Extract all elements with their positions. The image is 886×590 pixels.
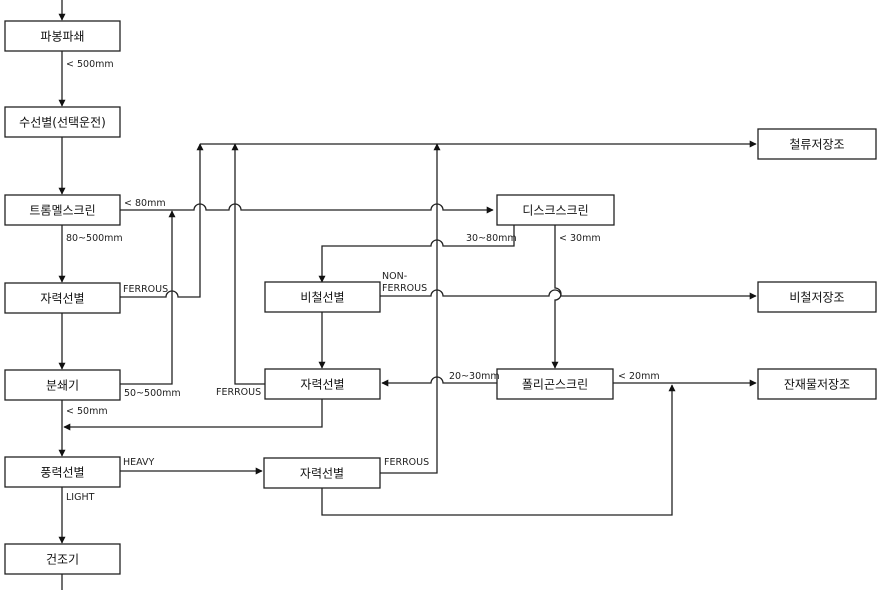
- label-50-500: 50~500mm: [124, 388, 181, 399]
- box-nonferrous-separator: 비철선별: [264, 281, 381, 313]
- label-ferrous3: FERROUS: [384, 457, 429, 468]
- line-disc-to-nonferrous: [318, 225, 515, 283]
- label-30-80: 30~80mm: [466, 233, 517, 244]
- box-magnetic1: 자력선별: [4, 282, 121, 314]
- box-shredder: 분쇄기: [4, 369, 121, 401]
- line-magnetic2-to-column: [63, 399, 323, 431]
- label-heavy: HEAVY: [123, 457, 155, 468]
- label-lt50: < 50mm: [66, 406, 108, 417]
- line-magnetic3-to-residue: [321, 384, 676, 516]
- box-storage-nonferrous: 비철저장조: [757, 281, 877, 313]
- box-hand-sort-label: 수선별(선택운전): [19, 116, 106, 130]
- connectors: [58, 0, 757, 590]
- box-shredder-label: 분쇄기: [46, 379, 79, 393]
- box-dryer: 건조기: [4, 543, 121, 575]
- line-shredder-return: [120, 210, 176, 385]
- box-storage-ferrous-label: 철류저장조: [789, 138, 844, 152]
- box-storage-residue: 잔재물저장조: [757, 368, 877, 400]
- line-poly-to-magnetic2: [381, 376, 497, 387]
- line-magnetic2-ferrous: [231, 143, 265, 385]
- box-hand-sort: 수선별(선택운전): [4, 106, 121, 138]
- box-disc-screen: 디스크스크린: [496, 194, 615, 226]
- box-air-classifier: 풍력선별: [4, 456, 121, 488]
- box-polygon-screen-label: 폴리곤스크린: [522, 378, 588, 392]
- box-storage-nonferrous-label: 비철저장조: [789, 291, 844, 305]
- box-magnetic3: 자력선별: [263, 457, 381, 489]
- box-magnetic2-label: 자력선별: [300, 378, 344, 392]
- line-disc-to-poly-screen: [551, 225, 562, 369]
- label-nonferrous-line2: FERROUS: [382, 283, 427, 294]
- box-trommel: 트롬멜스크린: [4, 194, 121, 226]
- box-air-classifier-label: 풍력선별: [40, 466, 84, 480]
- box-crusher-label: 파봉파쇄: [40, 30, 84, 44]
- line-nonferrous-to-storage: [380, 289, 757, 300]
- flow-labels: < 500mm < 80mm 80~500mm FERROUS 50~500mm…: [66, 59, 660, 503]
- box-storage-ferrous: 철류저장조: [757, 128, 877, 160]
- box-disc-screen-label: 디스크스크린: [522, 204, 588, 218]
- box-trommel-label: 트롬멜스크린: [29, 204, 95, 218]
- label-ferrous2: FERROUS: [216, 387, 261, 398]
- label-lt500: < 500mm: [66, 59, 114, 70]
- box-dryer-label: 건조기: [46, 553, 79, 567]
- line-magnetic1-ferrous: [120, 143, 204, 298]
- box-storage-residue-label: 잔재물저장조: [784, 378, 850, 392]
- box-crusher: 파봉파쇄: [4, 20, 121, 52]
- line-magnetic3-ferrous: [380, 143, 441, 474]
- label-20-30: 20~30mm: [449, 371, 500, 382]
- box-nonferrous-separator-label: 비철선별: [300, 291, 344, 305]
- label-lt80: < 80mm: [124, 198, 166, 209]
- box-magnetic1-label: 자력선별: [40, 292, 84, 306]
- label-80-500: 80~500mm: [66, 233, 123, 244]
- box-magnetic2: 자력선별: [264, 368, 381, 400]
- box-polygon-screen: 폴리곤스크린: [496, 368, 614, 400]
- label-lt20: < 20mm: [618, 371, 660, 382]
- box-magnetic3-label: 자력선별: [300, 467, 344, 481]
- label-lt30: < 30mm: [559, 233, 601, 244]
- label-ferrous1: FERROUS: [123, 284, 168, 295]
- label-nonferrous-line1: NON-: [382, 271, 407, 282]
- process-boxes: 파봉파쇄 수선별(선택운전) 트롬멜스크린 자력선별 분쇄기 풍력선별 건조기: [4, 20, 877, 575]
- label-light: LIGHT: [66, 492, 95, 503]
